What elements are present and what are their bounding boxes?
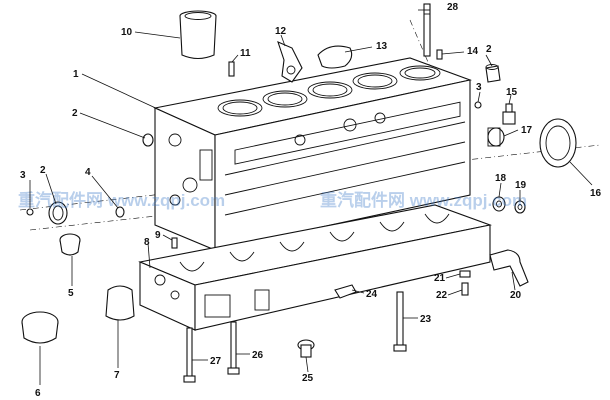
block-side-details [168,101,466,216]
liner-seal-pin [228,61,235,77]
thrust-washer-7 [105,285,135,321]
callout-2a: 2 [72,108,78,119]
crankcase-bedplate [138,204,493,331]
callout-18: 18 [495,173,507,184]
callout-26: 26 [252,350,264,361]
elbow-pipe-20 [489,249,529,287]
callout-11: 11 [240,48,251,59]
callout-2b: 2 [40,165,46,176]
dowel-14 [436,49,443,60]
callout-20: 20 [510,290,522,301]
bolt-27 [183,327,196,383]
callout-7: 7 [114,370,120,381]
rear-oil-seal [539,118,577,168]
bolt-23 [393,291,407,352]
seal-17 [487,127,505,147]
callout-10: 10 [121,27,133,38]
drain-plug-25 [297,339,315,358]
top-stud [423,3,431,57]
bolt-22 [461,282,469,296]
callout-3b: 3 [476,82,482,93]
small-plug-3-right [474,101,482,109]
leader-lines [29,9,593,385]
callout-4: 4 [85,167,91,178]
callout-14: 14 [467,46,479,57]
callout-27: 27 [210,356,222,367]
front-seal-ring [48,201,68,225]
callout-12: 12 [275,26,287,37]
callout-22: 22 [436,290,448,301]
watermark-text-2: 重汽配件网 www.zqpj.com [320,190,527,210]
callout-6: 6 [35,388,41,399]
callout-8: 8 [144,237,150,248]
cover-plate [317,45,353,69]
cylinder-liner [179,10,217,60]
thermostat-housing [277,41,303,83]
callout-21: 21 [434,273,446,284]
cylinder-bores [217,65,441,117]
plug-right-top [485,64,501,83]
callout-15: 15 [506,87,518,98]
plug-4 [115,206,125,218]
dowel-9 [171,237,178,249]
plug-3-left [26,208,34,216]
callout-24: 24 [366,289,378,300]
callout-13: 13 [376,41,388,52]
callout-9: 9 [155,230,161,241]
callout-1: 1 [73,69,79,80]
cylinder-block [153,57,472,251]
camshaft-bushing [59,233,81,256]
bolt-26 [227,321,240,375]
callout-19: 19 [515,180,527,191]
callout-2c: 2 [486,44,492,55]
callout-17: 17 [521,125,533,136]
watermark-text: 重汽配件网 www.zqpj.com [18,190,225,210]
thrust-bearing-6 [21,311,59,344]
callout-5: 5 [68,288,74,299]
callout-16: 16 [590,188,602,199]
plug-2-side [142,133,154,147]
fitting-15 [502,103,516,125]
callout-23: 23 [420,314,432,325]
callout-28: 28 [447,2,459,13]
callout-3a: 3 [20,170,26,181]
bracket-24 [334,284,357,299]
nut-21 [459,270,471,278]
callout-25: 25 [302,373,314,384]
callout-labels: 1 2 2 2 3 3 4 5 6 7 8 9 10 11 12 13 14 1… [20,2,602,399]
